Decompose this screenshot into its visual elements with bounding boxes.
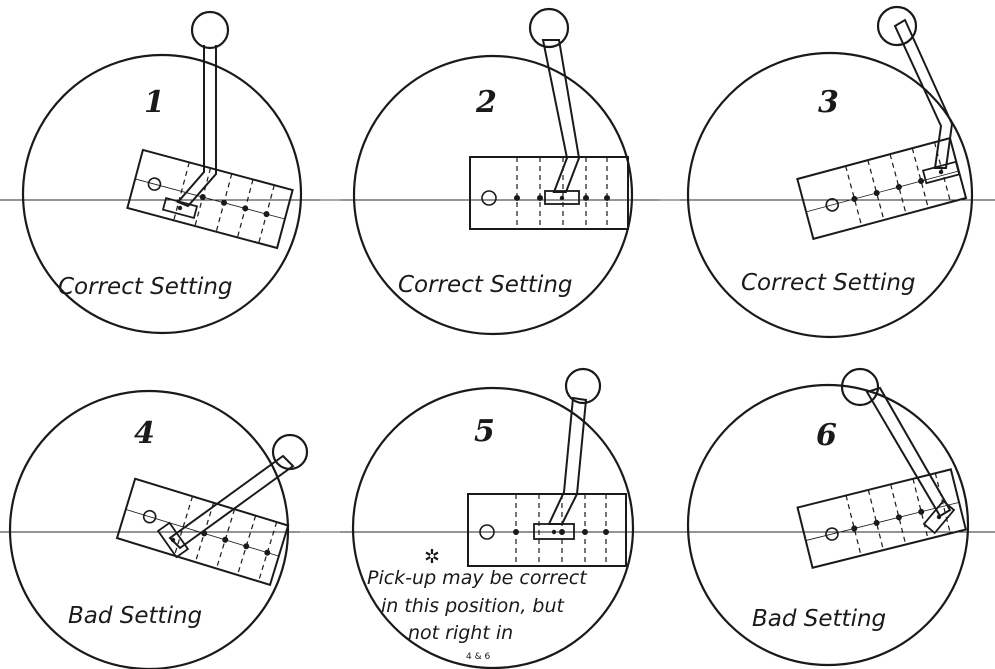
pickup-head	[161, 196, 199, 220]
arm-pivot-knob	[528, 7, 570, 49]
panel-number: 5	[474, 414, 495, 449]
panel-1: 1 Correct Setting	[0, 10, 320, 335]
tone-arm	[168, 454, 295, 550]
tone-arm-plate	[467, 493, 627, 567]
arm-pivot-knob	[564, 367, 602, 405]
record-circle	[352, 54, 634, 336]
panel-footnote: 4 & 6	[466, 652, 490, 662]
pickup-head	[921, 160, 961, 185]
pickup-head	[544, 190, 580, 205]
arm-pivot-knob	[271, 433, 309, 471]
panel-3: 3 Correct Setting	[680, 5, 995, 339]
tone-arm	[541, 39, 581, 193]
pickup-head	[533, 523, 575, 540]
panel-number: 2	[475, 85, 497, 120]
panel-number: 4	[134, 416, 155, 451]
arm-pivot-knob	[840, 367, 880, 407]
panel-2: 2 Correct Setting	[340, 7, 660, 336]
tone-arm-plate	[796, 136, 968, 241]
record-circle	[686, 51, 974, 339]
tone-arm-plate	[115, 477, 290, 587]
panel-caption: Bad Setting	[68, 603, 202, 629]
panel-number: 1	[144, 85, 165, 120]
record-circle	[351, 386, 635, 669]
panel-5: 5 ✲ Pick-up may be correct in this posit…	[340, 367, 660, 669]
panel-caption-line-3: not right in	[408, 622, 513, 644]
asterisk-mark: ✲	[424, 546, 440, 568]
record-circle	[8, 389, 290, 669]
pickup-head	[156, 521, 190, 559]
panel-number: 6	[816, 418, 837, 453]
record-circle	[21, 53, 303, 335]
tone-arm	[865, 386, 952, 518]
panel-number: 3	[818, 85, 839, 120]
panel-caption: Correct Setting	[741, 270, 916, 296]
panel-caption: Correct Setting	[398, 272, 573, 298]
tone-arm-plate	[126, 148, 294, 250]
panel-caption-line-1: Pick-up may be correct	[367, 567, 588, 589]
panel-caption-line-2: in this position, but	[381, 595, 566, 617]
tone-arm	[893, 18, 954, 169]
tone-arm	[176, 45, 217, 208]
record-circle	[686, 383, 970, 667]
arm-pivot-knob	[190, 10, 230, 50]
panel-4: 4 Bad Setting	[0, 389, 309, 669]
panel-caption: Bad Setting	[752, 606, 886, 632]
tone-arm	[547, 396, 588, 525]
arm-pivot-knob	[876, 5, 918, 47]
panel-6: 6 Bad Setting	[660, 367, 995, 667]
panel-caption: Correct Setting	[58, 274, 233, 300]
tone-arm-plate	[796, 468, 968, 569]
pickup-head	[922, 499, 956, 535]
tone-arm-plate	[469, 156, 629, 230]
